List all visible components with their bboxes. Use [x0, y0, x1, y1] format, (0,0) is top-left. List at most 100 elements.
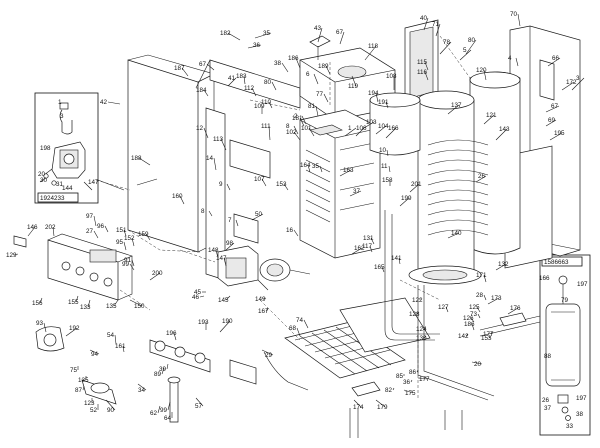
part-callout-label: 38 [274, 60, 282, 67]
leader-line [398, 257, 401, 265]
part-callout-label: 103 [366, 119, 377, 126]
part-callout-label: 11 [381, 163, 388, 170]
leader-line [123, 241, 127, 251]
leader-line [364, 45, 377, 61]
inset-right-callout-label: 166 [539, 275, 550, 282]
leader-line [375, 125, 387, 135]
part-callout-label: 98 [226, 240, 234, 247]
part-callout-label: 36 [403, 379, 411, 386]
part-callout-label: 191 [378, 99, 389, 106]
part-callout-label: 2 [294, 113, 298, 120]
part-callout-label: 4 [508, 55, 512, 62]
leader-line [545, 119, 557, 127]
part-callout-label: 115 [417, 59, 428, 66]
part-callout-label: 111 [261, 123, 271, 130]
back-frame [195, 59, 301, 281]
leader-line [107, 101, 121, 105]
leader-line [149, 272, 161, 281]
part-callout-label: 190 [222, 318, 233, 325]
leader-line [93, 230, 99, 239]
leader-line [375, 92, 379, 103]
leader-line [417, 377, 428, 380]
leader-line [181, 67, 189, 77]
part-callout-label: 90 [107, 407, 115, 414]
part-callout-label: 27 [86, 228, 94, 235]
part-callout-label: 137 [451, 102, 462, 109]
leader-line [477, 313, 481, 319]
inset-right-callout-label: 38 [576, 411, 584, 418]
leader-line [166, 363, 169, 370]
part-callout-label: 162 [354, 245, 365, 252]
part-callout-label: 82 [385, 387, 393, 394]
leader-line [105, 399, 116, 411]
leader-line [325, 65, 331, 75]
part-callout-label: 80 [468, 37, 476, 44]
leader-line [315, 105, 319, 117]
part-callout-label: 193 [198, 319, 209, 326]
part-callout-label: 99 [122, 261, 130, 268]
storage-tanks [369, 71, 521, 285]
leader-line [471, 361, 483, 365]
part-callout-label: 130 [416, 335, 427, 342]
leader-line [465, 39, 477, 55]
part-callout-label: 140 [451, 230, 462, 237]
leader-line [243, 75, 246, 85]
leader-line [385, 127, 397, 139]
part-callout-label: 122 [412, 297, 423, 304]
leader-line [323, 93, 329, 103]
leader-line [416, 311, 419, 315]
leader-line [251, 87, 257, 97]
part-callout-label: 150 [134, 303, 145, 310]
leader-line [247, 44, 262, 49]
leader-line [93, 215, 97, 227]
leader-line [507, 307, 519, 315]
part-callout-label: 1 [348, 125, 352, 132]
part-callout-label: 165 [374, 264, 385, 271]
part-callout-label: 74 [296, 317, 304, 324]
leader-line [75, 295, 79, 303]
leader-line [173, 332, 177, 341]
inset-left-callout-label: 1 [58, 99, 62, 106]
part-callout-label: 135 [78, 377, 89, 384]
leader-line [122, 345, 125, 353]
leader-line [369, 245, 373, 253]
part-callout-label: 12 [196, 125, 204, 132]
part-callout-label: 123 [84, 400, 95, 407]
part-callout-label: 14 [206, 155, 214, 162]
part-callout-label: 186 [464, 321, 475, 328]
leader-line [262, 297, 267, 300]
leader-line [137, 383, 147, 391]
leader-line [82, 385, 85, 391]
part-callout-label: 3 [576, 75, 580, 82]
inset-right-callout-label: 197 [576, 395, 587, 402]
part-callout-label: 5 [463, 47, 467, 54]
part-callout-label: 155 [68, 299, 79, 306]
leader-line [268, 125, 271, 141]
leader-line [138, 157, 151, 166]
leader-line [43, 322, 47, 333]
leader-line [339, 169, 352, 177]
leader-line [355, 127, 365, 137]
leader-line [293, 125, 299, 135]
leader-line [104, 225, 109, 233]
leader-line [52, 226, 55, 237]
leader-line [517, 13, 521, 27]
part-callout-label: 97 [86, 213, 94, 220]
part-callout-label: 119 [348, 83, 359, 90]
leader-line [495, 263, 507, 271]
part-callout-label: 195 [554, 130, 565, 137]
leader-line [215, 249, 219, 259]
part-callout-label: 129 [6, 252, 17, 259]
part-callout-label: 151 [116, 227, 127, 234]
inset-right-callout-label: 197 [577, 281, 588, 288]
leader-line [27, 226, 36, 237]
leader-line [308, 127, 315, 137]
part-callout-label: 183 [236, 73, 247, 80]
part-callout-label: 8 [286, 123, 290, 130]
leader-line [271, 81, 277, 91]
leader-line [39, 297, 43, 304]
part-callout-label: 124 [416, 326, 427, 333]
leader-line [351, 247, 363, 255]
part-callout-label: 104 [378, 123, 389, 130]
part-callout-label: 77 [316, 91, 324, 98]
